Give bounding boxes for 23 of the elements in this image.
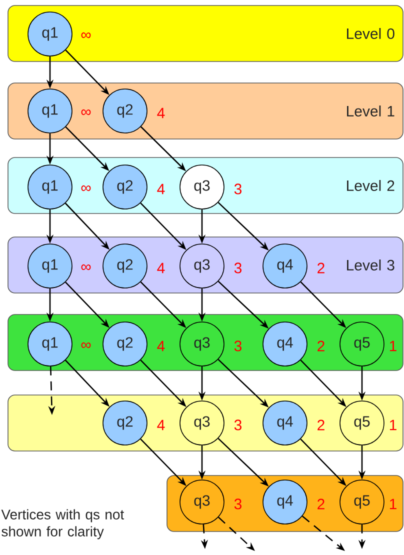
cost-label: 4 — [157, 340, 165, 352]
cost-label: 1 — [390, 420, 396, 430]
cost-label: 1 — [390, 498, 396, 510]
cost-label: 1 — [390, 340, 396, 352]
cost-label: 3 — [234, 184, 242, 194]
cost-label: 3 — [234, 340, 242, 352]
note-text: Vertices with qs not shown for clarity — [1, 509, 124, 540]
cost-label: 2 — [318, 262, 324, 274]
cost-label: ∞ — [81, 185, 91, 192]
cost-label: 4 — [157, 108, 165, 118]
cost-label: 3 — [234, 498, 242, 510]
cost-label: ∞ — [81, 32, 91, 38]
cost-label: 4 — [157, 184, 165, 194]
cost-label: 4 — [157, 420, 165, 430]
cost-label: 4 — [157, 262, 165, 274]
cost-label: ∞ — [81, 109, 91, 116]
cost-label: ∞ — [81, 264, 91, 270]
cost-label: ∞ — [81, 342, 91, 348]
cost-label: 2 — [318, 340, 324, 352]
cost-label: 3 — [234, 262, 242, 274]
cost-label: 2 — [318, 420, 324, 430]
cost-label: 3 — [234, 420, 242, 430]
cost-label: 2 — [318, 498, 324, 510]
